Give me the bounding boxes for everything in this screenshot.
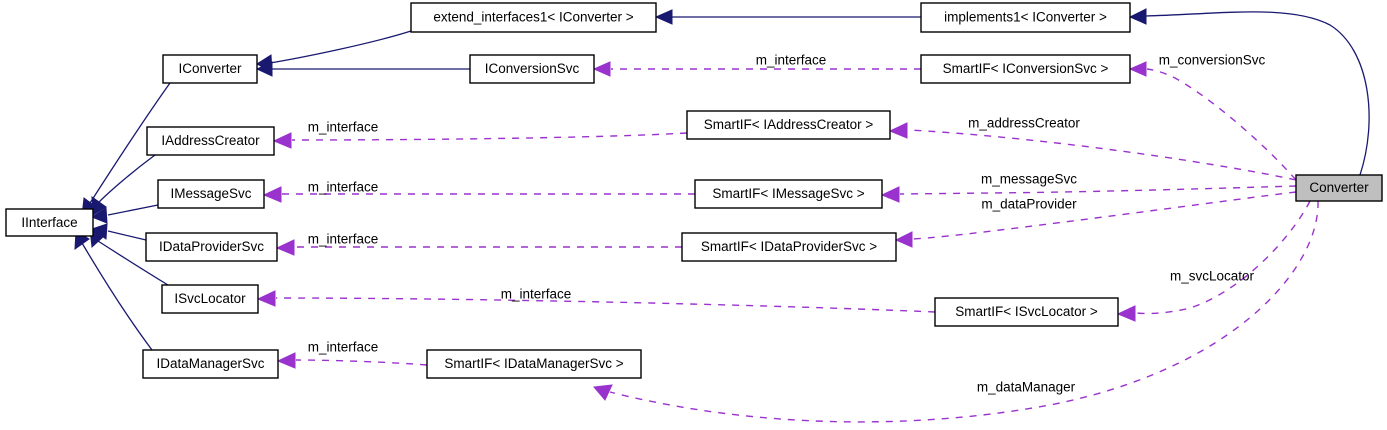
node-imessagesvc[interactable]: IMessageSvc <box>157 179 265 209</box>
node-iinterface[interactable]: IInterface <box>5 208 94 237</box>
edge-idatamanagersvc-to-iinterface <box>74 230 153 351</box>
node-converter[interactable]: Converter <box>1295 174 1383 202</box>
usage-edge-converter-to-smartif-idataprovidersvc <box>894 191 1297 248</box>
usage-edge-smartif-idatamanagersvc-to-idatamanagersvc <box>276 352 428 369</box>
edge-label-m-addresscreator: m_addressCreator <box>968 116 1080 131</box>
edge-label-m-interface-datamanagersvc: m_interface <box>308 340 379 355</box>
edge-extend-interfaces1-to-iconverter <box>256 30 412 73</box>
edge-iconversionsvc-to-iconverter <box>255 61 470 77</box>
node-box-iaddresscreator[interactable] <box>146 126 275 156</box>
usage-edge-group <box>256 61 1319 423</box>
node-label-imessagesvc: IMessageSvc <box>170 186 251 201</box>
node-smartif-iaddresscreator[interactable]: SmartIF< IAddressCreator > <box>686 110 891 140</box>
node-iconversionsvc[interactable]: IConversionSvc <box>469 54 595 84</box>
node-box-implements1[interactable] <box>920 2 1131 33</box>
node-idataprovidersvc[interactable]: IDataProviderSvc <box>145 232 278 262</box>
edge-label-m-interface-svclocator: m_interface <box>501 287 572 302</box>
usage-edge-converter-to-smartif-iaddresscreator <box>888 122 1297 181</box>
node-box-idatamanagersvc[interactable] <box>142 349 279 379</box>
node-box-iinterface[interactable] <box>5 208 94 237</box>
node-label-iinterface: IInterface <box>21 215 77 230</box>
node-label-smartif-idatamanagersvc: SmartIF< IDataManagerSvc > <box>444 356 623 371</box>
usage-edge-smartif-isvclocator-to-isvclocator <box>256 290 936 313</box>
node-smartif-iconversionsvc[interactable]: SmartIF< IConversionSvc > <box>920 54 1131 84</box>
node-smartif-idataprovidersvc[interactable]: SmartIF< IDataProviderSvc > <box>681 232 897 262</box>
node-extend-interfaces1[interactable]: extend_interfaces1< IConverter > <box>410 2 657 33</box>
node-label-iconversionsvc: IConversionSvc <box>485 61 580 76</box>
node-smartif-imessagesvc[interactable]: SmartIF< IMessageSvc > <box>694 179 883 209</box>
node-box-imessagesvc[interactable] <box>157 179 265 209</box>
edge-label-m-svclocator: m_svcLocator <box>1170 269 1255 284</box>
node-label-idataprovidersvc: IDataProviderSvc <box>159 239 264 254</box>
edge-converter-to-implements1 <box>1128 8 1370 176</box>
node-box-smartif-iaddresscreator[interactable] <box>686 110 891 140</box>
node-box-iconverter[interactable] <box>162 54 258 84</box>
edge-label-m-messagesvc: m_messageSvc <box>981 172 1077 187</box>
node-label-implements1: implements1< IConverter > <box>944 10 1107 25</box>
node-isvclocator[interactable]: ISvcLocator <box>161 284 259 314</box>
node-box-smartif-idatamanagersvc[interactable] <box>426 349 642 379</box>
usage-edge-converter-to-smartif-idatamanagersvc <box>593 200 1319 423</box>
node-label-extend-interfaces1: extend_interfaces1< IConverter > <box>433 10 633 25</box>
node-label-iaddresscreator: IAddressCreator <box>161 133 260 148</box>
node-box-smartif-imessagesvc[interactable] <box>694 179 883 209</box>
edge-label-m-conversionsvc: m_conversionSvc <box>1159 53 1266 68</box>
node-label-converter: Converter <box>1309 180 1369 195</box>
usage-edge-converter-to-smartif-imessagesvc <box>880 185 1297 203</box>
node-label-smartif-iconversionsvc: SmartIF< IConversionSvc > <box>943 61 1109 76</box>
usage-edge-converter-to-smartif-isvclocator <box>1116 200 1311 322</box>
node-label-idatamanagersvc: IDataManagerSvc <box>156 356 264 371</box>
usage-edge-converter-to-smartif-iconversionsvc <box>1128 61 1297 181</box>
node-label-smartif-idataprovidersvc: SmartIF< IDataProviderSvc > <box>701 239 877 254</box>
node-label-smartif-iaddresscreator: SmartIF< IAddressCreator > <box>704 117 874 132</box>
node-iaddresscreator[interactable]: IAddressCreator <box>146 126 275 156</box>
node-smartif-isvclocator[interactable]: SmartIF< ISvcLocator > <box>934 297 1119 327</box>
edge-iaddresscreator-to-iinterface <box>91 154 156 216</box>
node-label-smartif-isvclocator: SmartIF< ISvcLocator > <box>955 304 1098 319</box>
node-idatamanagersvc[interactable]: IDataManagerSvc <box>142 349 279 379</box>
edge-label-m-interface-messagesvc: m_interface <box>308 180 379 195</box>
node-box-extend-interfaces1[interactable] <box>410 2 657 33</box>
node-box-isvclocator[interactable] <box>161 284 259 314</box>
node-smartif-idatamanagersvc[interactable]: SmartIF< IDataManagerSvc > <box>426 349 642 379</box>
edge-label-m-interface-addresscreator: m_interface <box>308 120 379 135</box>
edge-label-m-interface-dataprovidersvc: m_interface <box>308 232 379 247</box>
usage-edge-smartif-imessagesvc-to-imessagesvc <box>262 186 695 203</box>
node-label-iconverter: IConverter <box>178 61 242 76</box>
edge-label-group: m_interface m_conversionSvc m_interface … <box>308 53 1266 395</box>
edge-imessagesvc-to-iinterface <box>90 204 159 224</box>
node-implements1[interactable]: implements1< IConverter > <box>920 2 1131 33</box>
node-label-smartif-imessagesvc: SmartIF< IMessageSvc > <box>712 186 864 201</box>
node-iconverter[interactable]: IConverter <box>162 54 258 84</box>
node-box-converter[interactable] <box>1295 174 1383 202</box>
edge-label-m-dataprovider: m_dataProvider <box>981 197 1077 212</box>
node-box-smartif-idataprovidersvc[interactable] <box>681 232 897 262</box>
node-box-smartif-iconversionsvc[interactable] <box>920 54 1131 84</box>
usage-edge-smartif-iconversionsvc-to-iconversionsvc <box>592 61 921 77</box>
edge-implements1-to-extend-interfaces1 <box>654 9 921 25</box>
node-box-idataprovidersvc[interactable] <box>145 232 278 262</box>
node-label-isvclocator: ISvcLocator <box>174 291 246 306</box>
node-box-smartif-isvclocator[interactable] <box>934 297 1119 327</box>
usage-edge-smartif-idataprovidersvc-to-idataprovidersvc <box>275 239 682 256</box>
usage-edge-smartif-iaddresscreator-to-iaddresscreator <box>272 132 688 149</box>
node-box-iconversionsvc[interactable] <box>469 54 595 84</box>
edge-label-m-datamanager: m_dataManager <box>977 380 1076 395</box>
edge-label-m-interface-conversionsvc: m_interface <box>756 53 827 68</box>
